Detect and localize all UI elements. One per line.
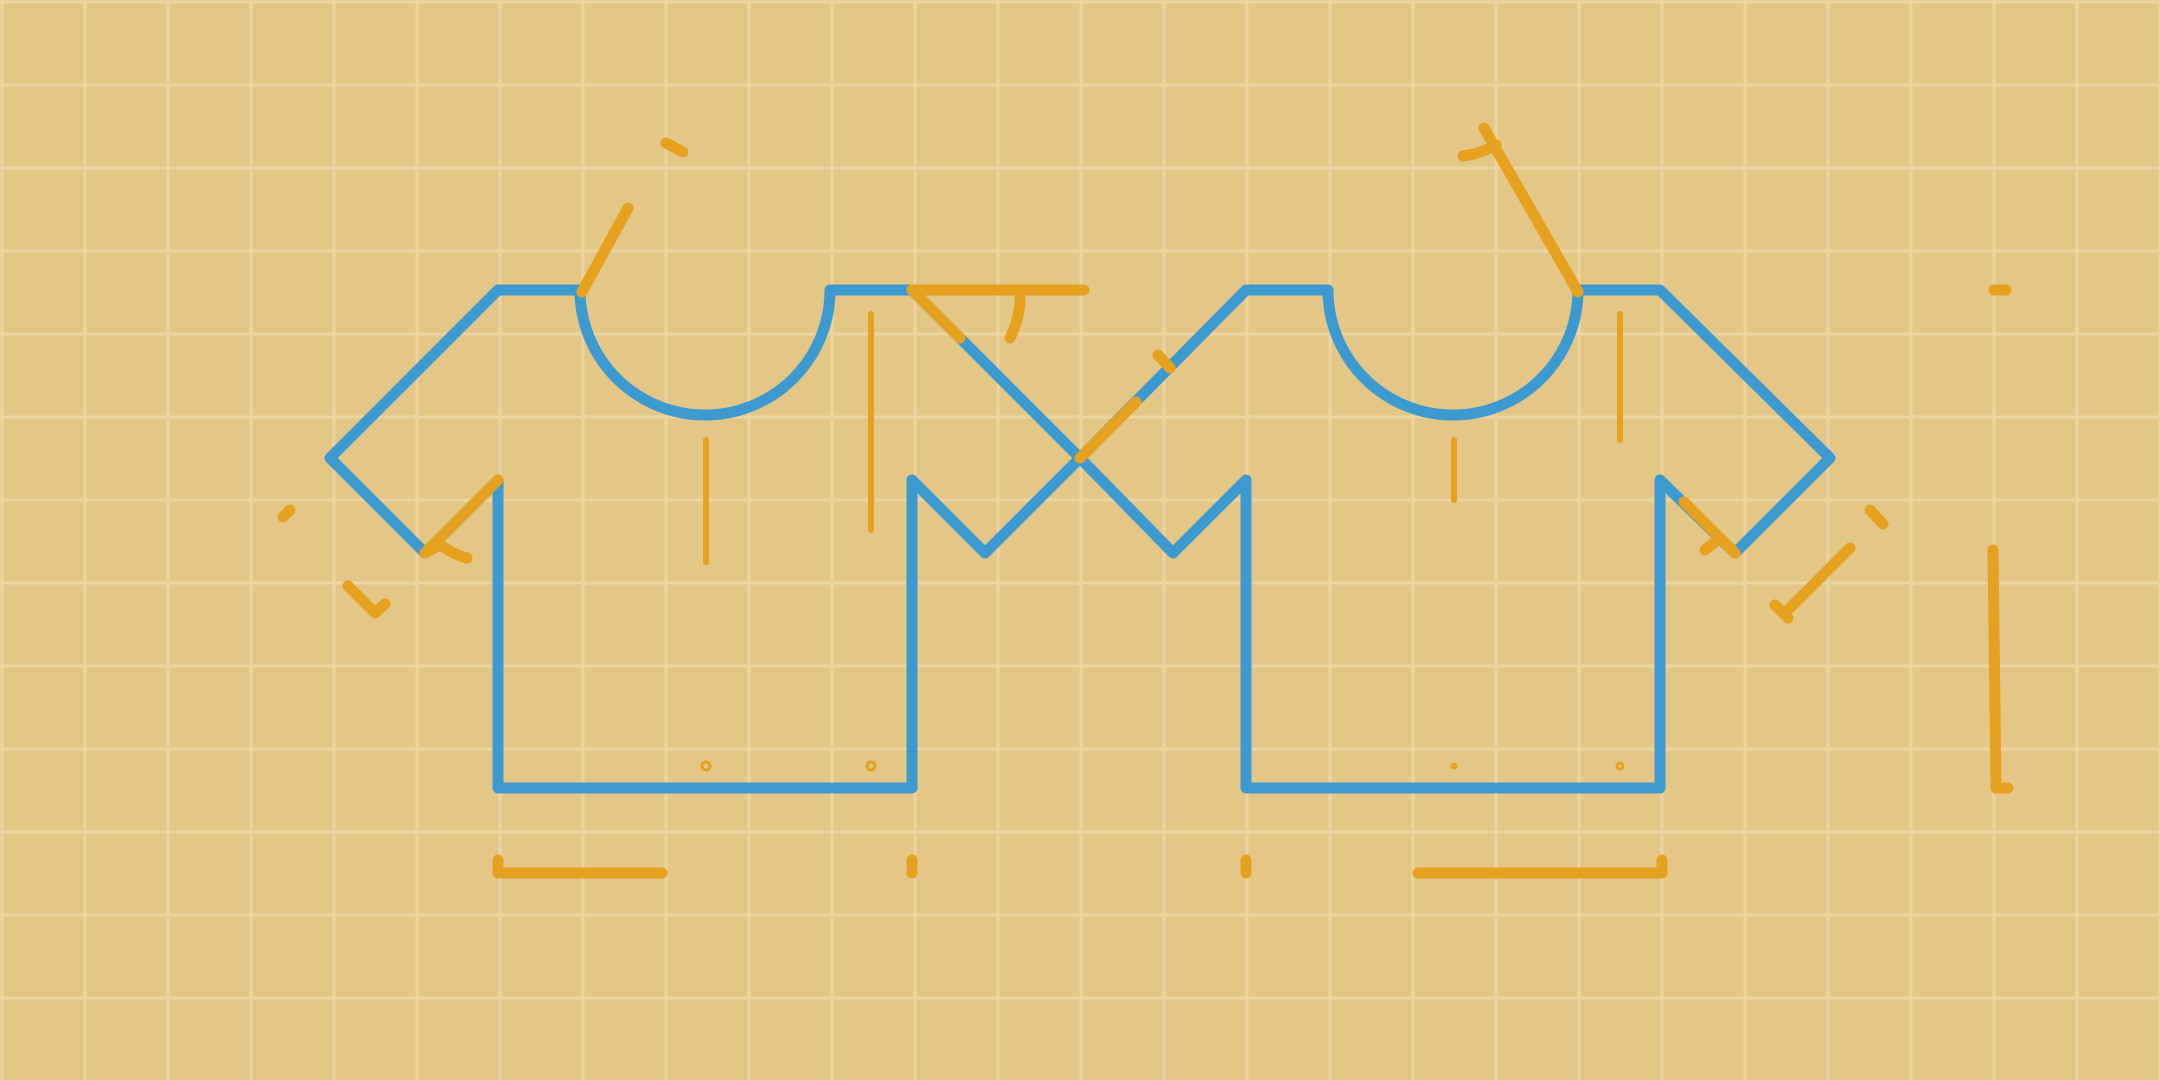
tshirt-icon (1074, 284, 1836, 794)
accent-strokes (277, 122, 2014, 879)
tshirt-icon (324, 284, 1086, 794)
